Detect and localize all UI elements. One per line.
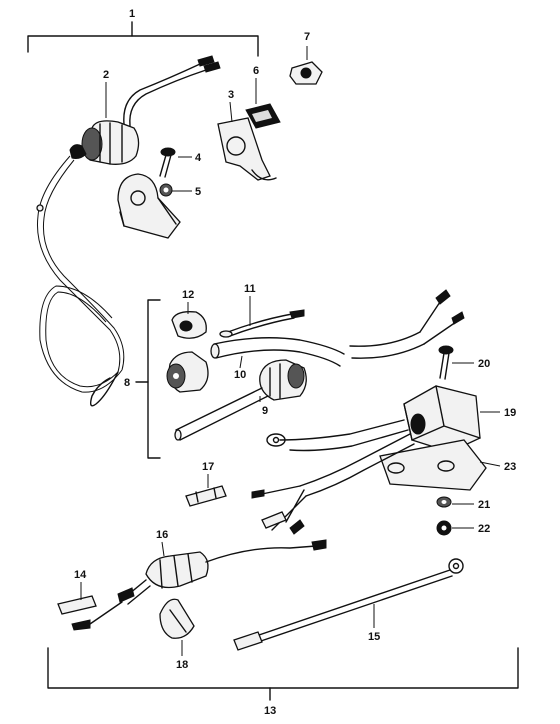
holder-clamp — [159, 598, 195, 639]
sleeve — [57, 595, 97, 615]
group-bracket-1 — [27, 21, 259, 57]
label-part-5: 5 — [195, 186, 201, 198]
module-bracket — [379, 439, 487, 491]
module-nut — [436, 520, 452, 536]
rubber-pad — [245, 103, 281, 129]
ground-lead — [233, 558, 464, 651]
connector-cap — [171, 311, 207, 339]
label-part-8: 8 — [124, 377, 130, 389]
label-part-22: 22 — [478, 523, 490, 535]
label-part-15: 15 — [368, 631, 380, 643]
nut — [159, 183, 173, 197]
screw — [159, 147, 176, 178]
fuse-holder — [71, 539, 327, 631]
switch-bracket — [117, 173, 181, 239]
socket-connector — [174, 359, 307, 441]
label-part-3: 3 — [228, 89, 234, 101]
control-module — [403, 385, 481, 453]
label-part-7: 7 — [304, 31, 310, 43]
label-part-17: 17 — [202, 461, 214, 473]
label-part-9: 9 — [262, 405, 268, 417]
label-part-21: 21 — [478, 499, 490, 511]
bolt — [438, 345, 454, 380]
protective-tube — [210, 337, 345, 367]
terminal-wire — [219, 309, 305, 338]
part-labels: 1 2 3 4 5 6 7 8 9 10 11 12 13 14 15 16 1… — [74, 8, 516, 717]
module-harness — [251, 419, 415, 535]
leader-lines — [80, 46, 501, 656]
washer — [436, 496, 452, 508]
fuse — [185, 485, 227, 507]
label-part-13: 13 — [264, 705, 276, 717]
label-part-11: 11 — [244, 283, 256, 295]
group-bracket-8 — [135, 299, 161, 459]
label-part-16: 16 — [156, 529, 168, 541]
label-part-19: 19 — [504, 407, 516, 419]
group-bracket-13 — [47, 647, 519, 701]
label-part-10: 10 — [234, 369, 246, 381]
label-part-14: 14 — [74, 569, 87, 581]
mounting-plate — [217, 117, 277, 181]
label-part-12: 12 — [182, 289, 194, 301]
plug-connector — [166, 351, 209, 393]
label-part-23: 23 — [504, 461, 516, 473]
grommet — [289, 61, 323, 85]
label-part-6: 6 — [253, 65, 259, 77]
kill-switch — [36, 55, 221, 407]
label-part-20: 20 — [478, 358, 490, 370]
label-part-18: 18 — [176, 659, 188, 671]
label-part-4: 4 — [195, 152, 202, 164]
label-part-1: 1 — [129, 8, 135, 20]
label-part-2: 2 — [103, 69, 109, 81]
lead-wire — [349, 289, 465, 359]
